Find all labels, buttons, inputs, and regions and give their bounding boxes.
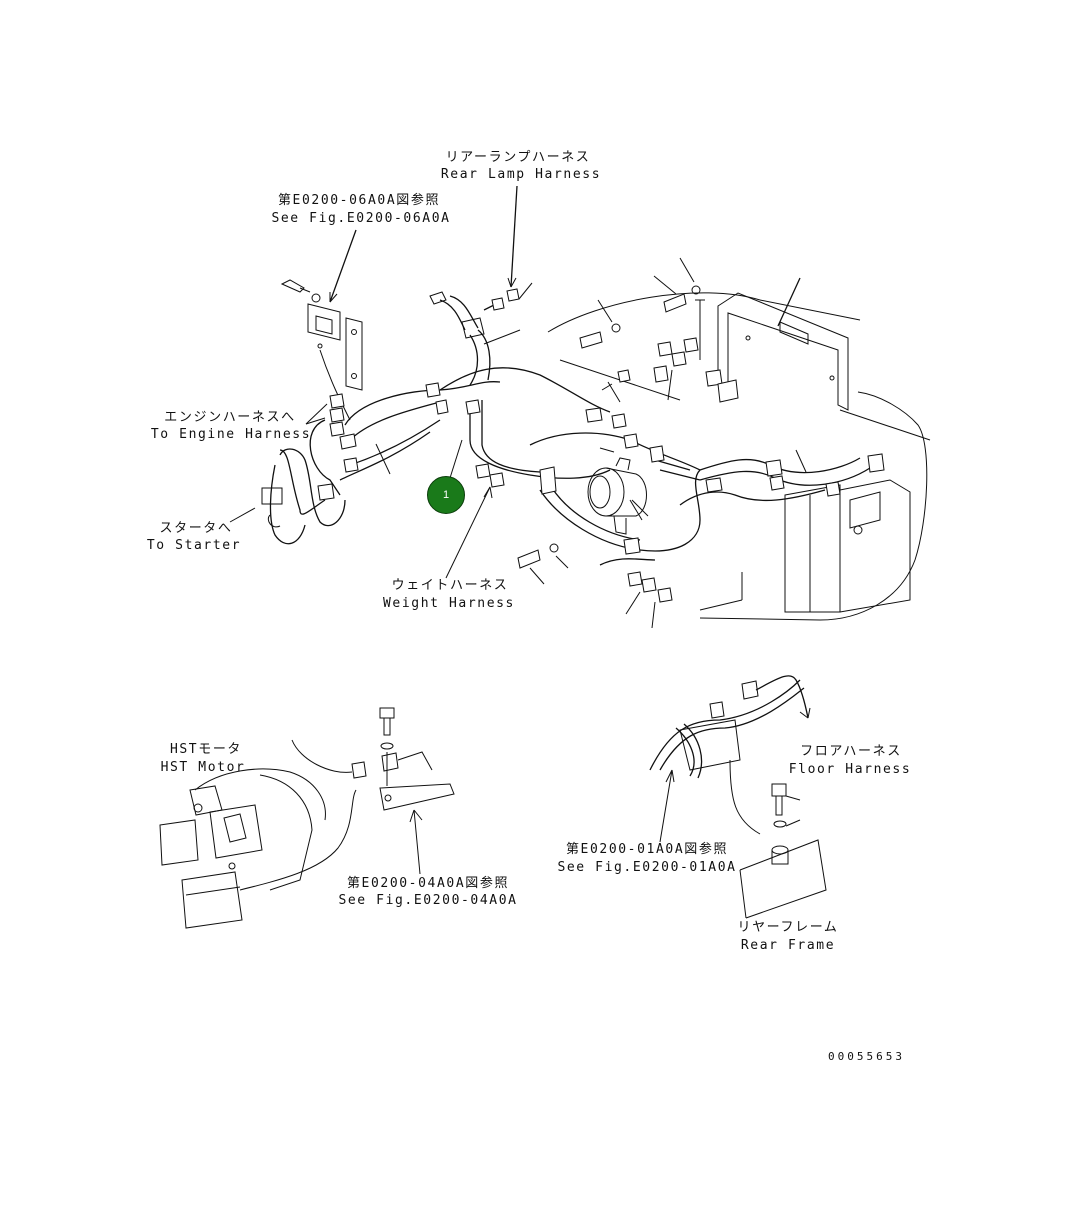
leader-lines: [375, 329, 807, 517]
hst-motor-label-en: HST Motor: [160, 760, 246, 775]
starter-harness: [261, 448, 346, 545]
alternator: [587, 457, 647, 535]
see-fig-06a-label-jp: 第E0200-06A0A図参照: [277, 193, 441, 208]
engine-harness-label-jp: エンジンハーネスへ: [164, 410, 296, 425]
bolts: [517, 257, 705, 585]
connectors: [317, 337, 885, 629]
callout-number: 1: [442, 489, 450, 501]
floor-harness-label-en: Floor Harness: [788, 762, 912, 777]
relay-assembly: [280, 229, 363, 421]
see-fig-01a-label-jp: 第E0200-01A0A図参照: [565, 842, 729, 857]
see-fig-01a-label-en: See Fig.E0200-01A0A: [557, 860, 737, 875]
rear-lamp-harness-label-en: Rear Lamp Harness: [440, 167, 602, 182]
rear-lamp-harness: [429, 185, 533, 386]
callout-marker-1[interactable]: 1: [427, 476, 465, 514]
see-fig-06a-label-en: See Fig.E0200-06A0A: [271, 211, 451, 226]
rear-lamp-harness-label-jp: リアーランプハーネス: [445, 150, 591, 165]
label-arrows: [229, 277, 517, 579]
battery-box: [784, 479, 911, 613]
weight-harness-label-jp: ウェイトハーネス: [391, 578, 509, 593]
starter-label-jp: スタータへ: [159, 521, 233, 536]
rear-frame-label-en: Rear Frame: [740, 938, 836, 953]
see-fig-04a-label-en: See Fig.E0200-04A0A: [338, 893, 518, 908]
floor-harness-label-jp: フロアハーネス: [800, 744, 902, 759]
drawing-number: 00055653: [828, 1050, 905, 1063]
floor-harness: [649, 675, 827, 919]
hst-motor-label-jp: HSTモータ: [169, 742, 243, 757]
main-harness: [279, 367, 871, 566]
hst-motor: [159, 707, 455, 929]
weight-harness-label-en: Weight Harness: [383, 596, 515, 611]
see-fig-04a-label-jp: 第E0200-04A0A図参照: [346, 876, 510, 891]
engine-harness-label-en: To Engine Harness: [150, 427, 312, 442]
rear-frame-label-jp: リヤーフレーム: [737, 920, 839, 935]
starter-label-en: To Starter: [146, 538, 242, 553]
